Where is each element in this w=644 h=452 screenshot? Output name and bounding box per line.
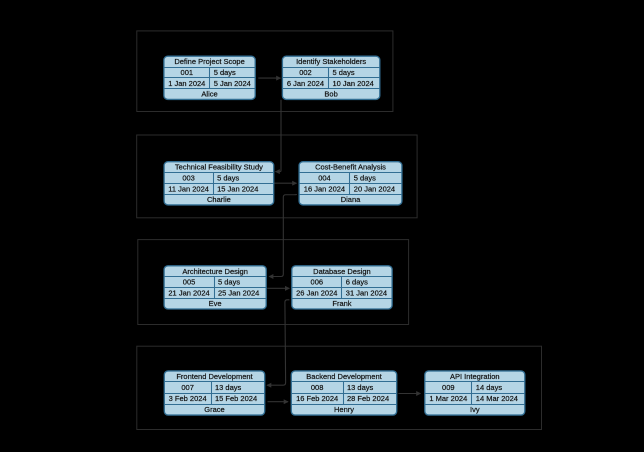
svg-text:5 days: 5 days bbox=[354, 173, 376, 182]
svg-text:3 Feb 2024: 3 Feb 2024 bbox=[169, 394, 207, 403]
svg-text:Frank: Frank bbox=[332, 299, 351, 308]
svg-text:5 days: 5 days bbox=[218, 278, 240, 287]
svg-text:004: 004 bbox=[318, 173, 331, 182]
svg-text:Charlie: Charlie bbox=[207, 195, 231, 204]
svg-text:API Integration: API Integration bbox=[450, 372, 500, 381]
svg-text:Diana: Diana bbox=[341, 195, 361, 204]
svg-text:26 Jan 2024: 26 Jan 2024 bbox=[296, 288, 337, 297]
svg-text:1 Jan 2024: 1 Jan 2024 bbox=[168, 79, 205, 88]
svg-text:Technical Feasibility Study: Technical Feasibility Study bbox=[175, 163, 263, 172]
svg-text:5 days: 5 days bbox=[333, 68, 355, 77]
svg-text:Eve: Eve bbox=[209, 299, 222, 308]
svg-text:5 days: 5 days bbox=[214, 68, 236, 77]
svg-text:003: 003 bbox=[182, 173, 195, 182]
svg-text:6 days: 6 days bbox=[346, 278, 368, 287]
svg-text:Define Project Scope: Define Project Scope bbox=[174, 57, 244, 66]
svg-text:1 Mar 2024: 1 Mar 2024 bbox=[429, 394, 467, 403]
svg-text:005: 005 bbox=[183, 278, 196, 287]
svg-text:13 days: 13 days bbox=[347, 383, 374, 392]
svg-text:002: 002 bbox=[299, 68, 312, 77]
svg-text:Bob: Bob bbox=[324, 90, 337, 99]
svg-text:007: 007 bbox=[181, 383, 194, 392]
svg-text:15 Feb 2024: 15 Feb 2024 bbox=[215, 394, 257, 403]
svg-text:11 Jan 2024: 11 Jan 2024 bbox=[168, 184, 209, 193]
svg-text:Database Design: Database Design bbox=[313, 267, 371, 276]
svg-text:Alice: Alice bbox=[201, 90, 217, 99]
svg-text:008: 008 bbox=[311, 383, 324, 392]
svg-text:5 Jan 2024: 5 Jan 2024 bbox=[214, 79, 251, 88]
svg-text:16 Jan 2024: 16 Jan 2024 bbox=[304, 184, 345, 193]
svg-text:14 days: 14 days bbox=[476, 383, 503, 392]
svg-text:14 Mar 2024: 14 Mar 2024 bbox=[476, 394, 518, 403]
svg-text:21 Jan 2024: 21 Jan 2024 bbox=[168, 288, 209, 297]
svg-text:10 Jan 2024: 10 Jan 2024 bbox=[333, 79, 374, 88]
svg-text:Frontend Development: Frontend Development bbox=[176, 372, 253, 381]
svg-text:28 Feb 2024: 28 Feb 2024 bbox=[347, 394, 389, 403]
svg-text:001: 001 bbox=[181, 68, 194, 77]
svg-text:Architecture Design: Architecture Design bbox=[182, 267, 247, 276]
svg-text:Identify Stakeholders: Identify Stakeholders bbox=[296, 57, 366, 66]
svg-text:Ivy: Ivy bbox=[470, 405, 480, 414]
svg-text:16 Feb 2024: 16 Feb 2024 bbox=[296, 394, 338, 403]
svg-text:5 days: 5 days bbox=[217, 173, 239, 182]
svg-text:Cost-Benefit Analysis: Cost-Benefit Analysis bbox=[315, 163, 386, 172]
svg-text:13 days: 13 days bbox=[215, 383, 242, 392]
svg-text:15 Jan 2024: 15 Jan 2024 bbox=[217, 184, 258, 193]
svg-text:31 Jan 2024: 31 Jan 2024 bbox=[346, 288, 387, 297]
svg-text:006: 006 bbox=[311, 278, 324, 287]
svg-text:Grace: Grace bbox=[204, 405, 224, 414]
svg-text:Backend Development: Backend Development bbox=[306, 372, 382, 381]
svg-text:Henry: Henry bbox=[334, 405, 354, 414]
svg-text:009: 009 bbox=[442, 383, 455, 392]
svg-text:6 Jan 2024: 6 Jan 2024 bbox=[287, 79, 324, 88]
svg-text:20 Jan 2024: 20 Jan 2024 bbox=[354, 184, 395, 193]
svg-text:25 Jan 2024: 25 Jan 2024 bbox=[218, 288, 259, 297]
